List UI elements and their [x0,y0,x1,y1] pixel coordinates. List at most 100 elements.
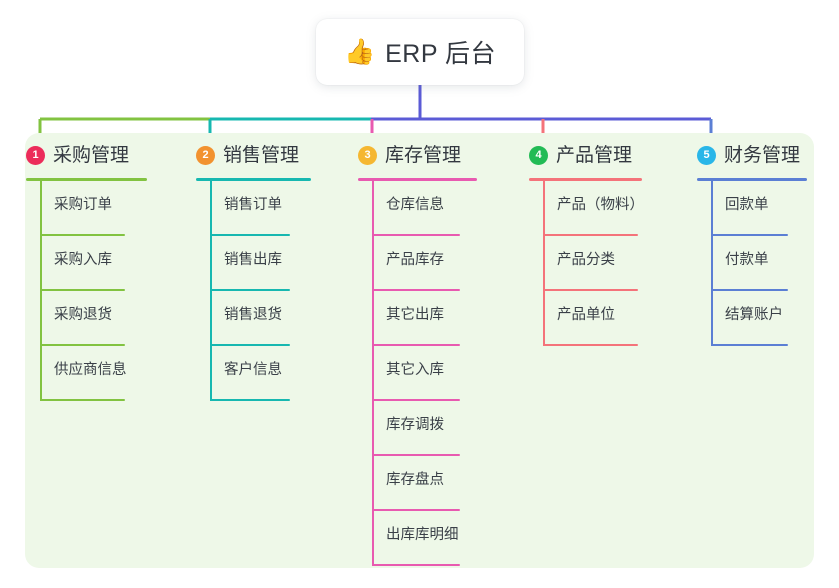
branch-items-4: 产品（物料） 产品分类产品单位 [529,181,644,346]
branch-item-underline [210,399,290,401]
branch-header-3[interactable]: 3 库存管理 [358,140,477,178]
branch-item-label: 仓库信息 [386,197,444,213]
branch-item-underline [543,234,638,236]
branch-item-label: 其它入库 [386,362,444,378]
branch-spine-1 [40,181,42,401]
branch-item[interactable]: 产品（物料） [529,181,644,236]
branch-item[interactable]: 销售退货 [196,291,311,346]
branch-item[interactable]: 其它入库 [358,346,477,401]
branch-item-label: 回款单 [725,197,769,213]
branch-item[interactable]: 产品分类 [529,236,642,291]
branch-item[interactable]: 回款单 [697,181,807,236]
branch-column-5: 5 财务管理回款单付款单结算账户 [697,140,807,346]
branch-item[interactable]: 供应商信息 [26,346,147,401]
branch-title-5: 财务管理 [724,145,801,166]
branch-item-underline [40,289,125,291]
branch-item-label: 出库库明细 [386,527,459,543]
branch-item[interactable]: 采购入库 [26,236,147,291]
branch-item-label: 付款单 [725,252,769,268]
branch-item-underline [372,564,460,566]
branch-column-1: 1 采购管理采购订单采购入库采购退货供应商信息 [26,140,147,401]
branch-item[interactable]: 销售出库 [196,236,311,291]
branch-item-label: 产品单位 [557,307,615,323]
branch-item-label: 其它出库 [386,307,444,323]
branch-item-underline [711,234,788,236]
branches-panel [25,133,814,568]
branch-item-label: 采购入库 [54,252,112,268]
branch-item-label: 产品分类 [557,252,615,268]
branch-item-underline [210,344,290,346]
branch-item-label: 采购订单 [54,197,112,213]
branch-item-underline [372,289,460,291]
branch-item-underline [40,234,125,236]
branch-item-underline [372,509,460,511]
branch-spine-3 [372,181,374,566]
branch-item[interactable]: 付款单 [697,236,807,291]
branch-item[interactable]: 客户信息 [196,346,311,401]
branch-item[interactable]: 仓库信息 [358,181,477,236]
branch-header-1[interactable]: 1 采购管理 [26,140,147,178]
branch-item[interactable]: 采购退货 [26,291,147,346]
branch-item-underline [711,344,788,346]
branch-title-2: 销售管理 [223,145,300,166]
branch-title-1: 采购管理 [53,145,130,166]
branch-item[interactable]: 库存盘点 [358,456,477,511]
branch-underline-4 [529,178,642,181]
branch-item-underline [40,399,125,401]
branch-column-2: 2 销售管理销售订单销售出库销售退货客户信息 [196,140,311,401]
branch-item[interactable]: 采购订单 [26,181,147,236]
branch-underline-3 [358,178,477,181]
branch-header-2[interactable]: 2 销售管理 [196,140,311,178]
branch-item[interactable]: 结算账户 [697,291,807,346]
root-node-erp-backend[interactable]: 👍 ERP 后台 [316,19,524,85]
branch-item[interactable]: 产品单位 [529,291,642,346]
branch-badge-icon-1: 1 [26,146,45,165]
branch-item-label: 产品库存 [386,252,444,268]
branch-underline-5 [697,178,807,181]
branch-item[interactable]: 库存调拨 [358,401,477,456]
branch-item-underline [372,344,460,346]
branch-item-label: 客户信息 [224,362,282,378]
branch-item-underline [543,289,638,291]
branch-item-underline [40,344,125,346]
branch-item[interactable]: 出库库明细 [358,511,477,566]
branch-title-3: 库存管理 [385,145,462,166]
branch-items-2: 销售订单销售出库销售退货客户信息 [196,181,311,401]
branch-badge-icon-5: 5 [697,146,716,165]
branch-item-underline [210,289,290,291]
branch-item-label: 销售订单 [224,197,282,213]
branch-badge-icon-2: 2 [196,146,215,165]
branch-column-4: 4 产品管理产品（物料） 产品分类产品单位 [529,140,644,346]
branch-header-4[interactable]: 4 产品管理 [529,140,642,178]
branch-item-underline [543,344,638,346]
branch-item-label: 库存盘点 [386,472,444,488]
branch-item-underline [210,234,290,236]
branch-header-5[interactable]: 5 财务管理 [697,140,807,178]
branch-item-label: 采购退货 [54,307,112,323]
branch-items-5: 回款单付款单结算账户 [697,181,807,346]
branch-item[interactable]: 销售订单 [196,181,311,236]
branch-items-1: 采购订单采购入库采购退货供应商信息 [26,181,147,401]
branch-title-4: 产品管理 [556,145,633,166]
branch-underline-2 [196,178,311,181]
branch-item-label: 结算账户 [725,307,783,323]
branch-items-3: 仓库信息产品库存其它出库其它入库库存调拨库存盘点出库库明细 [358,181,477,566]
branch-item-label: 库存调拨 [386,417,444,433]
branch-badge-icon-4: 4 [529,146,548,165]
branch-badge-icon-3: 3 [358,146,377,165]
branch-item-label: 销售退货 [224,307,282,323]
branch-item-underline [372,234,460,236]
branch-spine-2 [210,181,212,401]
branch-item-underline [711,289,788,291]
branch-item-underline [372,454,460,456]
branch-underline-1 [26,178,147,181]
branch-column-3: 3 库存管理仓库信息产品库存其它出库其它入库库存调拨库存盘点出库库明细 [358,140,477,566]
branch-item-label: 产品（物料） [557,197,644,213]
branch-spine-4 [543,181,545,346]
branch-item[interactable]: 其它出库 [358,291,477,346]
branch-item-underline [372,399,460,401]
thumbs-up-icon: 👍 [343,37,376,66]
branch-item[interactable]: 产品库存 [358,236,477,291]
branch-spine-5 [711,181,713,346]
